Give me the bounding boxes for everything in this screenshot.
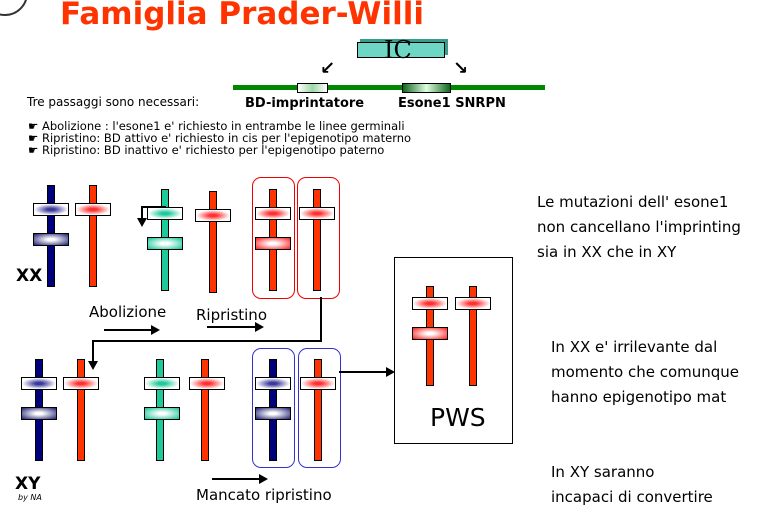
- band-bd: [63, 377, 99, 390]
- small-arrow-line: [141, 206, 143, 219]
- highlight-box-blue: [298, 348, 341, 468]
- arrow-left-icon: ↙: [320, 58, 336, 79]
- arrow-right-icon: [259, 474, 268, 484]
- ic-label: IC: [384, 36, 412, 64]
- band-bd: [195, 209, 231, 222]
- arrow-down-icon: [137, 218, 147, 227]
- connector-line: [92, 340, 94, 362]
- pws-label: PWS: [430, 403, 486, 432]
- note-line: hanno epigenotipo mat: [551, 388, 727, 406]
- note-3: In XY saranno incapaci di convertire: [551, 460, 713, 510]
- chromosome-maternal: [209, 191, 217, 293]
- chromosome-maternal: [313, 189, 321, 291]
- note-2: In XX e' irrilevante dal momento che com…: [551, 335, 739, 410]
- chromosome-maternal: [89, 185, 97, 287]
- connector-line: [92, 340, 322, 342]
- page-title: Famiglia Prader-Willi: [60, 0, 424, 32]
- band-exon: [33, 233, 69, 246]
- pws-box: [394, 257, 513, 444]
- xx-label: XX: [16, 266, 43, 286]
- ic-box: [357, 42, 445, 58]
- arrow-line: [212, 478, 262, 480]
- arrow-right-icon: [151, 325, 160, 335]
- highlight-box-blue: [252, 348, 295, 468]
- band-bd: [147, 207, 183, 220]
- band-exon: [144, 407, 180, 420]
- chromosome-maternal: [314, 359, 322, 461]
- step-abolizione: Abolizione: [89, 303, 167, 321]
- arrow-line: [104, 329, 154, 331]
- exon-label: Esone1 SNRPN: [398, 96, 506, 111]
- arrow-right-icon: ↘: [453, 58, 469, 79]
- chromosome-maternal: [77, 359, 85, 461]
- band-exon: [255, 407, 291, 420]
- band-bd: [21, 377, 57, 390]
- small-arrow-line: [141, 206, 166, 208]
- note-line: non cancellano l'imprinting: [537, 218, 741, 236]
- bullet-item: ☛ Ripristino: BD attivo e' richiesto in …: [28, 131, 412, 145]
- band-bd: [255, 207, 291, 220]
- highlight-box-red: [297, 177, 340, 299]
- gene-line: [233, 85, 545, 90]
- band-bd: [299, 207, 335, 220]
- step-ripristino: Ripristino: [196, 306, 267, 324]
- band-exon: [412, 327, 448, 340]
- band-bd: [255, 377, 291, 390]
- xy-label: XY: [15, 474, 41, 494]
- note-line: In XX e' irrilevante dal: [551, 338, 718, 356]
- chromosome-maternal: [469, 286, 477, 386]
- step-mancato-ripristino: Mancato ripristino: [196, 486, 332, 504]
- bd-label: BD-imprintatore: [245, 96, 365, 111]
- arrow-right-icon: [386, 367, 395, 377]
- chromosome-maternal: [201, 359, 209, 461]
- band-bd: [189, 377, 225, 390]
- arrow-line: [339, 371, 387, 373]
- bullet-list: ☛ Abolizione : l'esone1 e' richiesto in …: [28, 120, 411, 156]
- band-bd: [412, 297, 448, 310]
- bullet-item: ☛ Ripristino: BD inattivo e' richiesto p…: [28, 143, 385, 157]
- author-signature: by NA: [18, 493, 42, 502]
- note-1: Le mutazioni dell' esone1 non cancellano…: [537, 190, 741, 265]
- band-bd: [33, 203, 69, 216]
- note-line: incapaci di convertire: [551, 488, 713, 506]
- band-bd: [144, 377, 180, 390]
- band-exon: [147, 237, 183, 250]
- exon-box: [402, 83, 451, 93]
- bullet-item: ☛ Abolizione : l'esone1 e' richiesto in …: [28, 119, 405, 133]
- logo: [0, 0, 28, 16]
- band-exon: [255, 237, 291, 250]
- band-bd: [300, 377, 336, 390]
- arrow-line: [207, 326, 257, 328]
- pointing-hand-icon: ☛: [28, 143, 42, 157]
- note-line: In XY saranno: [551, 463, 655, 481]
- note-line: momento che comunque: [551, 363, 740, 381]
- pointing-hand-icon: ☛: [28, 131, 42, 145]
- connector-line: [320, 297, 322, 341]
- band-bd: [455, 297, 491, 310]
- highlight-box-red: [252, 177, 295, 299]
- pointing-hand-icon: ☛: [28, 119, 42, 133]
- bd-box: [297, 83, 328, 93]
- intro-text: Tre passaggi sono necessari:: [27, 95, 200, 109]
- note-line: sia in XX che in XY: [537, 243, 677, 261]
- note-line: Le mutazioni dell' esone1: [537, 193, 729, 211]
- band-exon: [21, 407, 57, 420]
- band-bd: [75, 203, 111, 216]
- arrow-down-icon: [88, 361, 98, 370]
- arrow-right-icon: [255, 322, 264, 332]
